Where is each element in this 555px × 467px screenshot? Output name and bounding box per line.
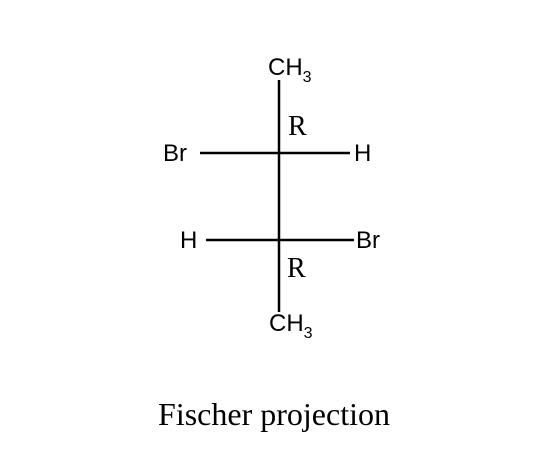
top-methyl-group: CH3 [268,54,312,86]
lower-left-substituent: H [180,227,197,254]
bottom-methyl-subscript: 3 [304,325,313,342]
upper-left-substituent: Br [163,140,187,167]
top-methyl-main: CH [268,54,303,81]
bottom-methyl-group: CH3 [269,310,313,342]
bottom-methyl-main: CH [269,310,304,337]
lower-right-substituent: Br [356,227,380,254]
upper-center-configuration: R [288,111,307,142]
top-methyl-subscript: 3 [303,69,312,86]
diagram-caption: Fischer projection [158,396,390,432]
upper-right-substituent: H [354,140,371,167]
lower-center-configuration: R [287,253,306,284]
